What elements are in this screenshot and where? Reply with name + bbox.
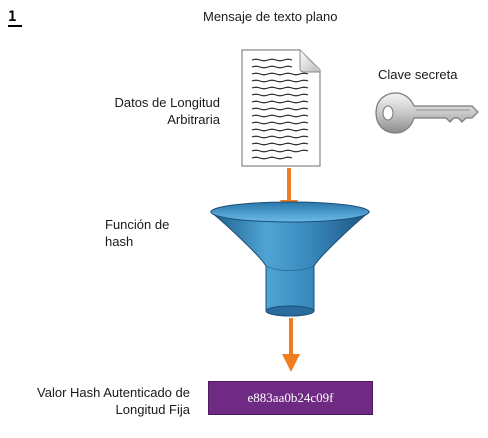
hash-value: e883aa0b24c09f [247,390,334,405]
hash-function-label: Función de hash [105,216,169,250]
result-label-line2: Longitud Fija [115,402,190,417]
document-text-lines [251,58,309,160]
hash-function-label-line2: hash [105,234,134,249]
secret-key-label: Clave secreta [378,67,458,82]
data-length-label-line1: Datos de Longitud [114,95,220,110]
document-icon [241,49,321,167]
result-label-line1: Valor Hash Autenticado de [37,385,190,400]
key-icon [375,92,479,134]
data-length-label-line2: Arbitraria [167,112,220,127]
arrow-down-icon [282,318,300,372]
step-number: 1 [8,10,23,27]
plaintext-title: Mensaje de texto plano [203,9,338,24]
result-label: Valor Hash Autenticado de Longitud Fija [0,384,190,418]
data-length-label: Datos de Longitud Arbitraria [60,94,220,128]
hash-value-box: e883aa0b24c09f [208,381,373,415]
funnel-icon [209,201,371,317]
hash-function-label-line1: Función de [105,217,170,232]
